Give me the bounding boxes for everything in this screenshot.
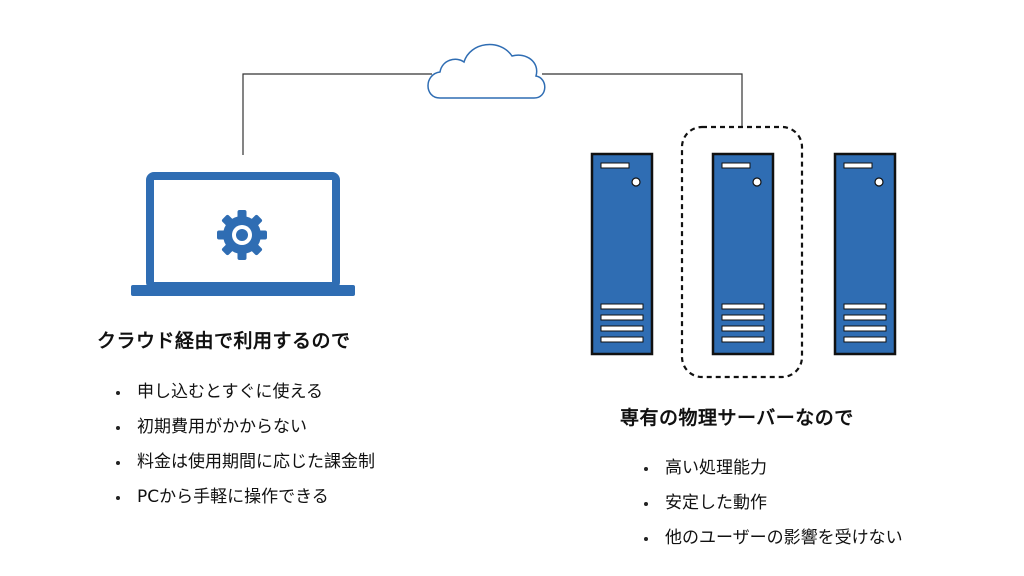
list-item: 申し込むとすぐに使える — [113, 375, 375, 410]
bullet-dot — [116, 461, 120, 465]
connector-line-left — [242, 73, 432, 155]
bullet-dot — [644, 467, 648, 471]
cloud-icon — [427, 43, 546, 99]
bullet-dot — [644, 502, 648, 506]
server-heading: 専有の物理サーバーなので — [620, 407, 854, 429]
cloud-benefits-list: 申し込むとすぐに使える 初期費用がかからない 料金は使用期間に応じた課金制 PC… — [113, 375, 375, 515]
server-icon — [590, 152, 654, 356]
list-item: PCから手軽に操作できる — [113, 480, 375, 515]
cloud-heading: クラウド経由で利用するので — [97, 330, 351, 352]
list-item-text: PCから手軽に操作できる — [137, 487, 329, 507]
list-item-text: 料金は使用期間に応じた課金制 — [137, 452, 375, 472]
bullet-dot — [116, 496, 120, 500]
connector-line-right — [542, 73, 743, 127]
server-icon — [833, 152, 897, 356]
list-item: 安定した動作 — [641, 486, 903, 521]
server-benefits-list: 高い処理能力 安定した動作 他のユーザーの影響を受けない — [641, 451, 903, 556]
bullet-dot — [116, 391, 120, 395]
list-item-text: 他のユーザーの影響を受けない — [665, 528, 903, 548]
list-item-text: 安定した動作 — [665, 493, 767, 513]
bullet-dot — [116, 426, 120, 430]
dedicated-server-highlight — [680, 125, 804, 379]
list-item: 料金は使用期間に応じた課金制 — [113, 445, 375, 480]
list-item: 初期費用がかからない — [113, 410, 375, 445]
bullet-dot — [644, 537, 648, 541]
list-item-text: 申し込むとすぐに使える — [137, 382, 323, 402]
list-item: 高い処理能力 — [641, 451, 903, 486]
list-item-text: 初期費用がかからない — [137, 417, 307, 437]
server-icon — [711, 152, 775, 356]
list-item-text: 高い処理能力 — [665, 458, 767, 478]
list-item: 他のユーザーの影響を受けない — [641, 521, 903, 556]
gear-icon — [217, 210, 267, 260]
